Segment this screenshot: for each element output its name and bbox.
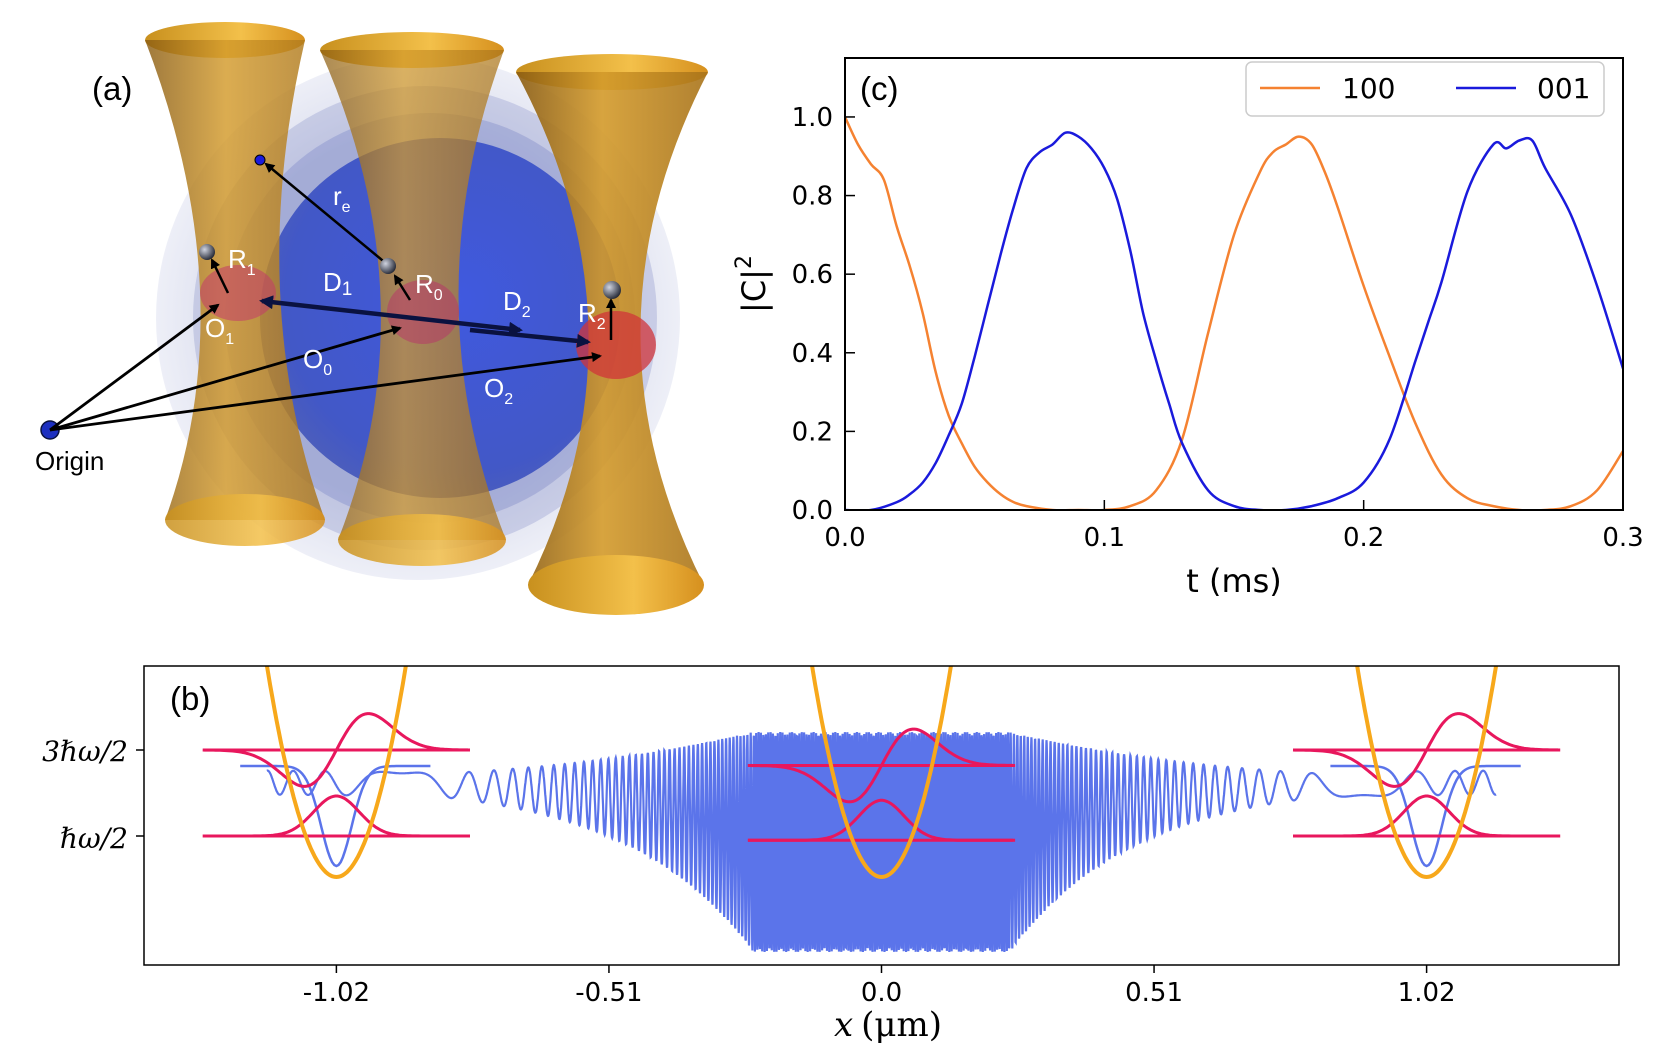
b-xtick-label: -1.02 [303, 978, 370, 1008]
potential-well [810, 666, 953, 880]
label-o0: O0 [303, 344, 332, 379]
atom-1 [199, 244, 215, 260]
legend-label-100: 100 [1342, 72, 1395, 105]
b-xtick-label: -0.51 [575, 978, 642, 1008]
c-ytick-label: 0.2 [792, 417, 833, 447]
label-d1: D1 [323, 267, 352, 300]
series-line-001 [845, 131, 1623, 510]
b-xtick-label: 0.51 [1125, 978, 1183, 1008]
level-wavefunction [747, 798, 1013, 842]
label-d2: D2 [503, 286, 531, 321]
label-r0: R0 [415, 269, 443, 304]
c-ytick-label: 0.4 [792, 339, 833, 369]
panel-b-content [202, 666, 1561, 953]
panel-c-ticks: 0.0 0.1 0.2 0.3 0.0 0.2 0.4 0.6 0.8 1.0 [792, 103, 1644, 553]
level-wavefunction [1292, 712, 1559, 788]
c-ytick-label: 0.8 [792, 182, 833, 212]
label-o2: O2 [484, 373, 513, 408]
panel-a-schematic: (a) Origin re R1 D1 R0 D2 R2 O1 O0 O2 [35, 22, 708, 615]
c-xtick-label: 0.2 [1343, 523, 1384, 553]
label-o1: O1 [205, 313, 234, 348]
c-ytick-label: 0.0 [792, 496, 833, 526]
vector-r1 [210, 258, 230, 294]
vector-o2 [49, 352, 602, 432]
panel-b-ylevel-half: ℏω/2 [60, 822, 128, 855]
level-wavefunction [1293, 794, 1559, 838]
level-wavefunction [202, 712, 468, 788]
panel-c-ylabel: |C|2 [732, 255, 773, 313]
panel-c-axes-frame [844, 57, 1624, 511]
potential-well [1355, 666, 1499, 880]
atom-0 [380, 258, 396, 274]
label-re: re [333, 181, 351, 216]
oscillating-wavefunction [266, 731, 1497, 953]
legend-label-001: 001 [1537, 72, 1590, 105]
panel-b-ticks: -1.02 -0.51 0.0 0.51 1.02 [136, 749, 1456, 1008]
label-r2: R2 [578, 298, 606, 333]
panel-a-label: (a) [92, 70, 132, 107]
panel-c-series [845, 116, 1623, 510]
legend-box [1245, 61, 1605, 117]
c-xtick-label: 0.0 [824, 523, 865, 553]
vector-r0 [393, 274, 412, 301]
panel-b-xlabel: x(μm) [834, 1005, 942, 1045]
atom-2 [603, 281, 621, 299]
vector-o0 [49, 325, 402, 432]
panel-b-label: (b) [170, 680, 210, 717]
label-r1: R1 [228, 244, 256, 279]
panel-c-xlabel: t (ms) [1186, 562, 1282, 600]
series-line-100 [845, 116, 1623, 510]
c-ytick-label: 1.0 [792, 103, 833, 133]
c-ytick-label: 0.6 [792, 260, 833, 290]
potential-well [264, 666, 408, 880]
electron-point [254, 154, 266, 166]
vector-o1 [49, 303, 220, 432]
panel-c-legend: 100 001 [1245, 61, 1605, 117]
b-xtick-label: 0.0 [861, 978, 902, 1008]
panel-b-chart: -1.02 -0.51 0.0 0.51 1.02 (b) 3ℏω/2 ℏω/2 x(μ… [42, 665, 1620, 1045]
vector-d1 [259, 295, 523, 336]
panel-b-ylevel-3half: 3ℏω/2 [42, 735, 128, 768]
level-wavefunction [747, 727, 1013, 804]
c-xtick-label: 0.3 [1602, 523, 1643, 553]
c-xtick-label: 0.1 [1084, 523, 1125, 553]
vector-re [264, 162, 389, 266]
panel-c-label: (c) [860, 70, 898, 107]
vector-d2 [469, 327, 591, 348]
panel-c-chart: 0.0 0.1 0.2 0.3 0.0 0.2 0.4 0.6 0.8 1.0 (c) t (ms… [732, 57, 1644, 600]
level-wavefunction [202, 794, 468, 838]
origin-label: Origin [35, 446, 104, 476]
b-xtick-label: 1.02 [1398, 978, 1456, 1008]
wavefunction-dip [240, 764, 431, 868]
